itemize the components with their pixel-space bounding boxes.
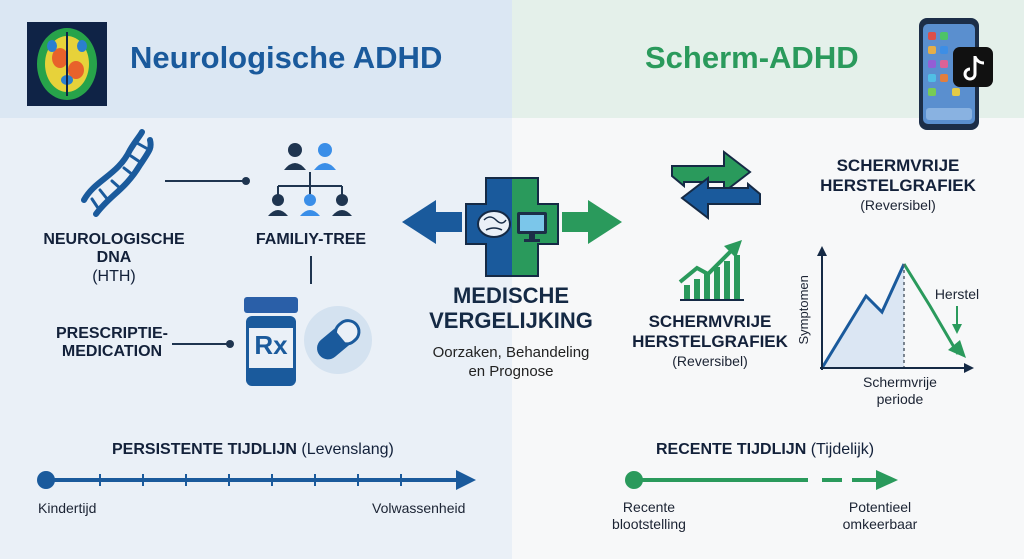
- bar-label-sub: (Reversibel): [672, 353, 748, 370]
- rx-label-line1: PRESCRIPTIE-: [55, 325, 168, 342]
- center-arrows: [402, 200, 622, 244]
- right-timeline-end: Potentieel omkeerbaar: [830, 499, 930, 533]
- brain-icon: [477, 210, 511, 238]
- right-timeline-start-2: blootstelling: [612, 515, 686, 532]
- cycle-arrows-icon: [671, 149, 761, 221]
- recovery-graph: [817, 246, 974, 373]
- right-timeline-label: RECENTE TIJDLIJN (Tijdelijk): [656, 441, 916, 459]
- family-tree-icon: [268, 143, 352, 216]
- left-timeline-title: PERSISTENTE TIJDLIJN: [112, 441, 297, 458]
- dna-label: NEUROLOGISCHE DNA (HTH): [34, 231, 194, 286]
- graph-title-sub: (Reversibel): [860, 197, 936, 214]
- monitor-icon: [517, 212, 547, 242]
- herstel-label: Herstel: [934, 286, 980, 302]
- right-timeline-end-2: omkeerbaar: [842, 515, 918, 532]
- phone-icon: [919, 18, 993, 130]
- right-timeline-title: RECENTE TIJDLIJN: [656, 441, 807, 458]
- rx-connector-dot: [226, 340, 234, 348]
- center-subtitle-line2: en Prognose: [468, 362, 554, 380]
- graph-title-line1: SCHERMVRIJE: [836, 156, 960, 175]
- recent-timeline: [625, 470, 898, 490]
- center-title-line1: MEDISCHE: [452, 283, 570, 308]
- pill-icon: [304, 306, 372, 374]
- left-timeline-label: PERSISTENTE TIJDLIJN (Levenslang): [112, 441, 412, 459]
- left-timeline-start: Kindertijd: [38, 500, 97, 516]
- bar-label: SCHERMVRIJE HERSTELGRAFIEK (Reversibel): [626, 312, 794, 370]
- right-timeline-end-1: Potentieel: [848, 499, 912, 515]
- center-title: MEDISCHE VERGELIJKING: [408, 283, 614, 334]
- rx-symbol: Rx: [254, 330, 288, 360]
- rx-label: PRESCRIPTIE- MEDICATION: [48, 325, 176, 362]
- x-axis-label: Schermvrije periode: [850, 374, 950, 408]
- center-title-line2: VERGELIJKING: [429, 308, 593, 334]
- right-timeline-start: Recente blootstelling: [600, 499, 698, 533]
- x-axis-line1: Schermvrije: [863, 374, 937, 390]
- graph-title: SCHERMVRIJE HERSTELGRAFIEK (Reversibel): [798, 156, 998, 214]
- bar-chart-icon: [678, 240, 744, 301]
- tiktok-icon: [953, 47, 993, 87]
- center-subtitle-line1: Oorzaken, Behandeling: [432, 344, 590, 361]
- medicine-bottle-icon: [244, 297, 298, 386]
- persistent-timeline: [37, 470, 476, 490]
- y-axis-label: Symptomen: [796, 275, 812, 345]
- right-timeline-start-1: Recente: [622, 499, 676, 515]
- left-title: Neurologische ADHD: [130, 40, 443, 75]
- dna-connector-dot: [242, 177, 250, 185]
- dna-icon: [81, 129, 154, 217]
- center-subtitle: Oorzaken, Behandeling en Prognose: [408, 344, 614, 382]
- graph-title-line2: HERSTELGRAFIEK: [820, 175, 976, 195]
- bar-label-line2: HERSTELGRAFIEK: [632, 331, 788, 351]
- left-timeline-end: Volwassenheid: [372, 500, 466, 516]
- right-title: Scherm-ADHD: [645, 40, 859, 75]
- dna-sub: (HTH): [92, 267, 136, 285]
- bar-label-line1: SCHERMVRIJE: [648, 312, 772, 331]
- brain-scan-icon: [27, 22, 107, 106]
- dna-label-text: NEUROLOGISCHE DNA: [43, 231, 185, 267]
- right-timeline-sub: (Tijdelijk): [810, 441, 875, 458]
- x-axis-line2: periode: [876, 390, 924, 407]
- rx-label-line2: MEDICATION: [61, 343, 163, 361]
- left-timeline-sub: (Levenslang): [301, 441, 394, 458]
- family-label: FAMILIY-TREE: [255, 231, 367, 248]
